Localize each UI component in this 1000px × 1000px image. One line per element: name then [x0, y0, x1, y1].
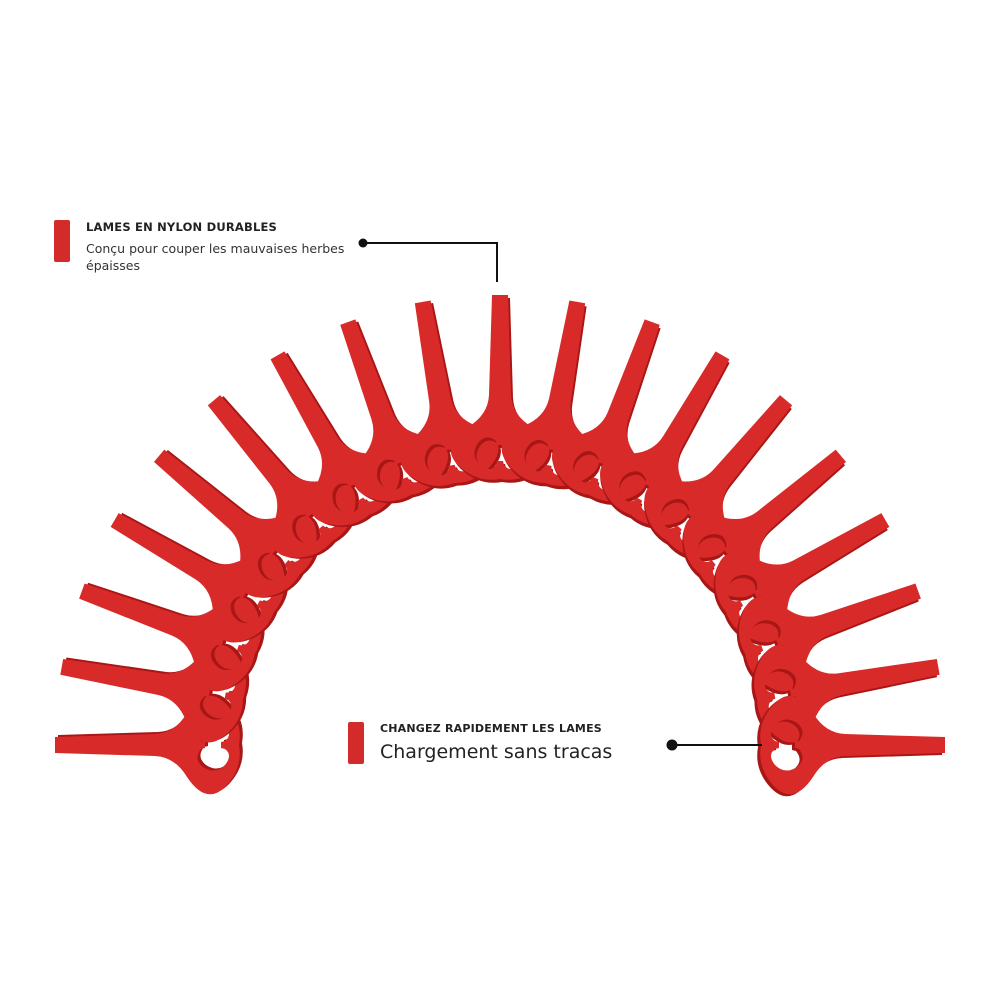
red-marker-bar-icon: [54, 220, 70, 262]
trimmer-blade: [450, 295, 552, 483]
leader-line: [363, 242, 498, 282]
blade-body: [55, 695, 240, 795]
blades-group: [53, 293, 947, 797]
red-marker-bar-icon: [348, 722, 364, 764]
callout-description: Conçu pour couper les mauvaises herbes é…: [86, 241, 345, 273]
leader-line-top: [358, 238, 498, 282]
callout-description: Chargement sans tracas: [380, 741, 613, 763]
callout-title: LAMES EN NYLON DURABLES: [86, 220, 278, 234]
trimmer-blade: [55, 693, 243, 795]
leader-line-bottom: [666, 739, 762, 751]
callout-title: CHANGEZ RAPIDEMENT LES LAMES: [380, 722, 602, 735]
trimmer-blade: [757, 695, 945, 797]
